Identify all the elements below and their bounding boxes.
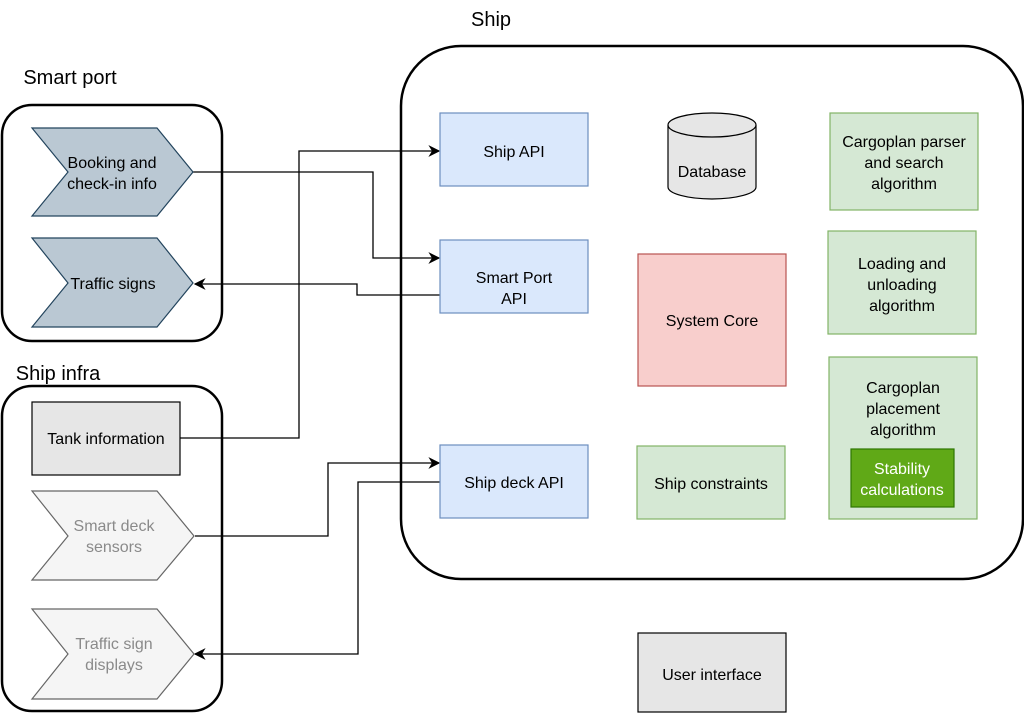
svg-text:Traffic sign: Traffic sign xyxy=(75,636,152,653)
svg-text:algorithm: algorithm xyxy=(869,298,935,315)
svg-text:algorithm: algorithm xyxy=(871,176,937,193)
connector-sensors-to-ship-deck-api xyxy=(195,457,441,537)
connector-booking-to-smart-port-api xyxy=(193,171,441,264)
loading-unloading-node: Loading and unloading algorithm xyxy=(827,230,977,335)
svg-text:Loading and: Loading and xyxy=(858,256,946,273)
ship-constraints-node: Ship constraints xyxy=(636,445,786,520)
svg-text:and search: and search xyxy=(864,155,943,172)
smart-port-api-node: Smart Port API xyxy=(439,239,589,314)
svg-text:API: API xyxy=(501,291,527,308)
smart-deck-sensors-node: Smart deck sensors xyxy=(30,490,195,581)
smart-port-group-label: Smart port xyxy=(23,67,117,89)
system-core-node: System Core xyxy=(637,253,787,387)
ship-api-node: Ship API xyxy=(439,112,589,187)
database-icon: Database xyxy=(678,164,747,181)
traffic-sign-displays-node: Traffic sign displays xyxy=(30,608,195,700)
svg-text:User interface: User interface xyxy=(662,667,762,684)
svg-text:Ship API: Ship API xyxy=(483,144,544,161)
connector-smart-port-api-to-traffic-signs xyxy=(193,278,440,296)
svg-text:algorithm: algorithm xyxy=(870,422,936,439)
traffic-signs-node: Traffic signs xyxy=(30,237,194,328)
stability-calculations-node: Stability calculations xyxy=(850,448,955,508)
svg-text:Smart deck: Smart deck xyxy=(74,518,156,535)
database-node: Database xyxy=(667,112,757,200)
user-interface-node: User interface xyxy=(637,632,787,713)
svg-text:calculations: calculations xyxy=(860,482,944,499)
tank-information-node: Tank information xyxy=(31,401,181,476)
svg-text:Ship deck API: Ship deck API xyxy=(464,475,564,492)
svg-text:Traffic signs: Traffic signs xyxy=(70,276,155,293)
svg-text:displays: displays xyxy=(85,657,143,674)
connector-tank-to-ship-api xyxy=(180,145,441,439)
booking-checkin-node: Booking and check-in info xyxy=(30,127,194,217)
svg-text:Stability: Stability xyxy=(874,461,930,478)
svg-text:Ship constraints: Ship constraints xyxy=(654,476,768,493)
svg-text:check-in info: check-in info xyxy=(67,176,157,193)
svg-text:System Core: System Core xyxy=(666,313,759,330)
cargoplan-parser-node: Cargoplan parser and search algorithm xyxy=(829,112,979,211)
svg-text:Cargoplan parser: Cargoplan parser xyxy=(842,134,966,151)
svg-text:unloading: unloading xyxy=(867,277,936,294)
svg-text:placement: placement xyxy=(866,401,940,418)
svg-text:Booking and: Booking and xyxy=(68,155,157,172)
svg-text:Smart Port: Smart Port xyxy=(476,270,553,287)
ship-infra-group-label: Ship infra xyxy=(16,363,101,385)
ship-deck-api-node: Ship deck API xyxy=(439,444,589,519)
svg-text:Cargoplan: Cargoplan xyxy=(866,380,940,397)
svg-text:Tank information: Tank information xyxy=(47,431,164,448)
svg-text:sensors: sensors xyxy=(86,539,142,556)
connector-ship-deck-api-to-sign-displays xyxy=(193,481,440,660)
ship-group-label: Ship xyxy=(471,9,511,31)
